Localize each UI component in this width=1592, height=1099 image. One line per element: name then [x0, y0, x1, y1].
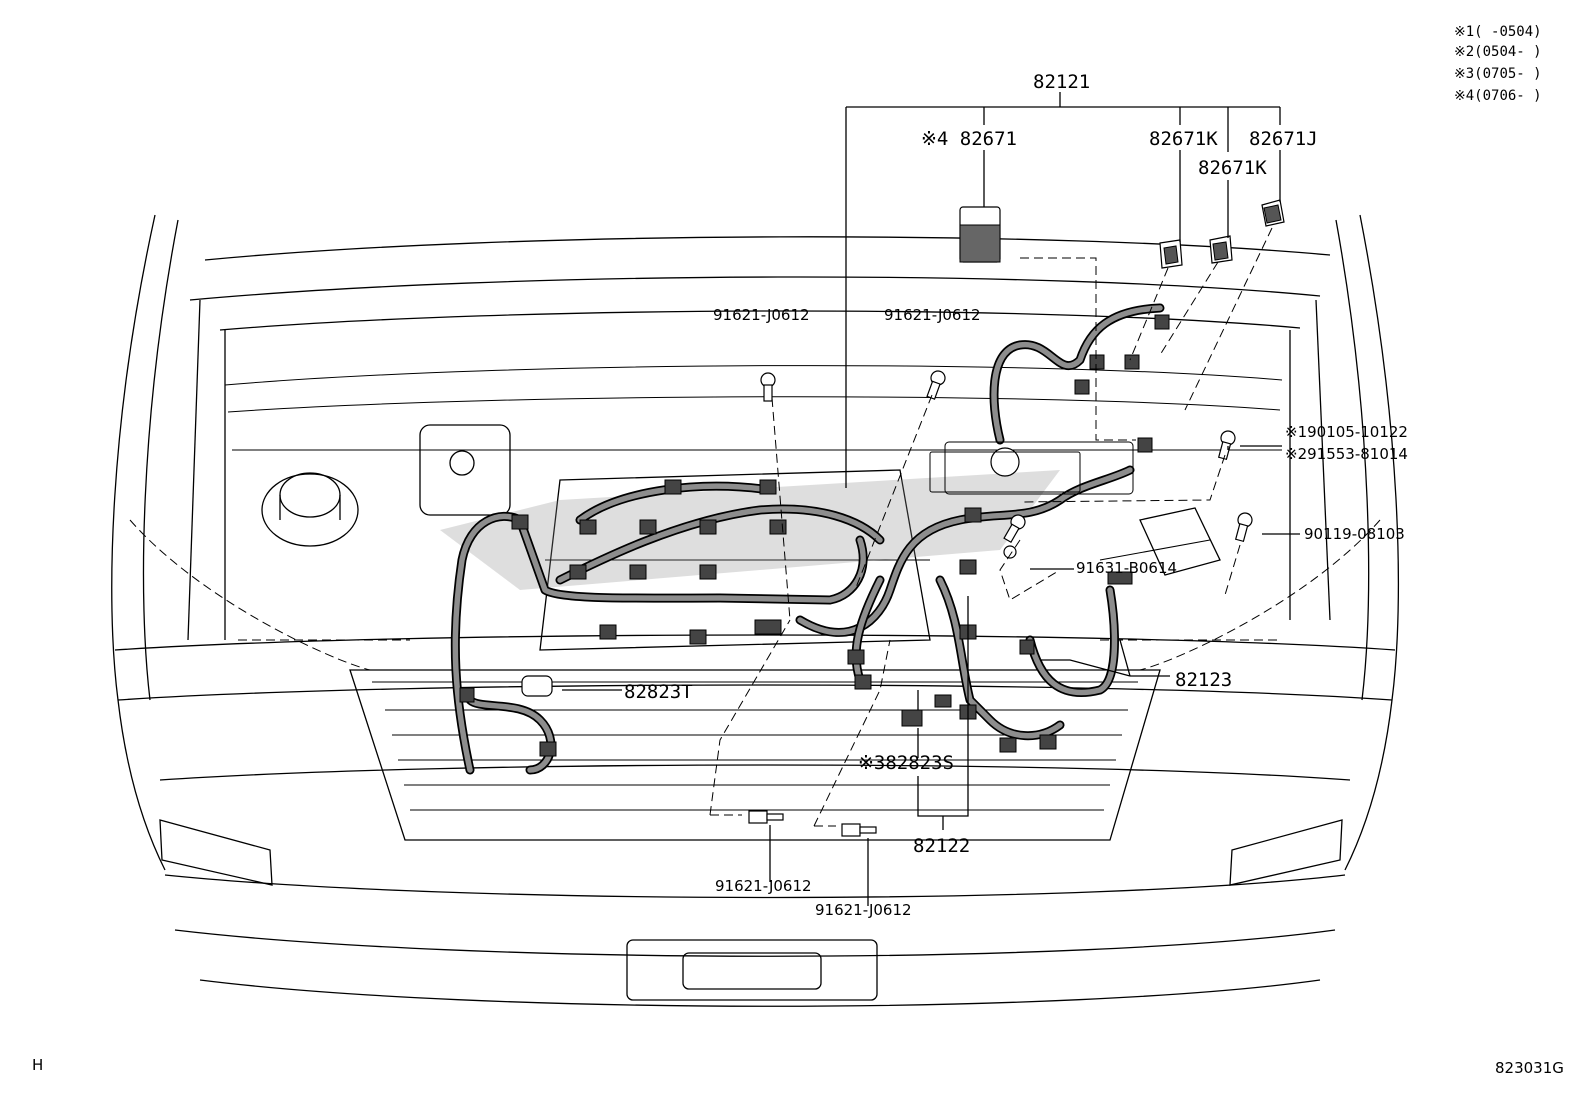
label-bolt-top-mid: 91621-J0612 — [884, 306, 981, 324]
note-1: ※1( -0504) — [1454, 24, 1542, 40]
relay-parts — [959, 199, 1285, 269]
bolt-parts — [521, 370, 1253, 837]
vehicle-body-outline — [111, 214, 1400, 1007]
label-bolt-top-left: 91621-J0612 — [713, 306, 810, 324]
label-bolt-s2: ※291553-81014 — [1285, 445, 1408, 463]
figure-code: 823031G — [1495, 1059, 1564, 1077]
note-2: ※2(0504- ) — [1454, 44, 1542, 60]
note-3: ※3(0705- ) — [1454, 66, 1542, 82]
label-clamp-s: ※382823S — [858, 752, 954, 774]
footer-left-code: H — [32, 1056, 43, 1074]
label-82121: 82121 — [1033, 71, 1090, 93]
label-relay-j: 82671J — [1249, 128, 1318, 150]
label-clamp-t: 82823T — [624, 681, 693, 703]
label-bolt-s1: ※190105-10122 — [1285, 423, 1408, 441]
label-relay-k1: 82671K — [1149, 128, 1218, 150]
label-bolt-bottom-left: 91621-J0612 — [715, 877, 812, 895]
harness-connectors — [459, 314, 1170, 757]
label-bolt-right: 90119-08103 — [1304, 525, 1405, 543]
label-relay-k2: 82671K — [1198, 157, 1267, 179]
label-bolt-bottom-right: 91621-J0612 — [815, 901, 912, 919]
leader-lines — [562, 92, 1300, 906]
label-82122: 82122 — [913, 835, 970, 857]
label-relay-4: ※4 82671 — [921, 128, 1017, 150]
engine-wiring-harness — [450, 303, 1165, 775]
note-4: ※4(0706- ) — [1454, 88, 1542, 104]
label-bolt-center: 91631-B0614 — [1076, 559, 1177, 577]
label-82123: 82123 — [1175, 669, 1232, 691]
